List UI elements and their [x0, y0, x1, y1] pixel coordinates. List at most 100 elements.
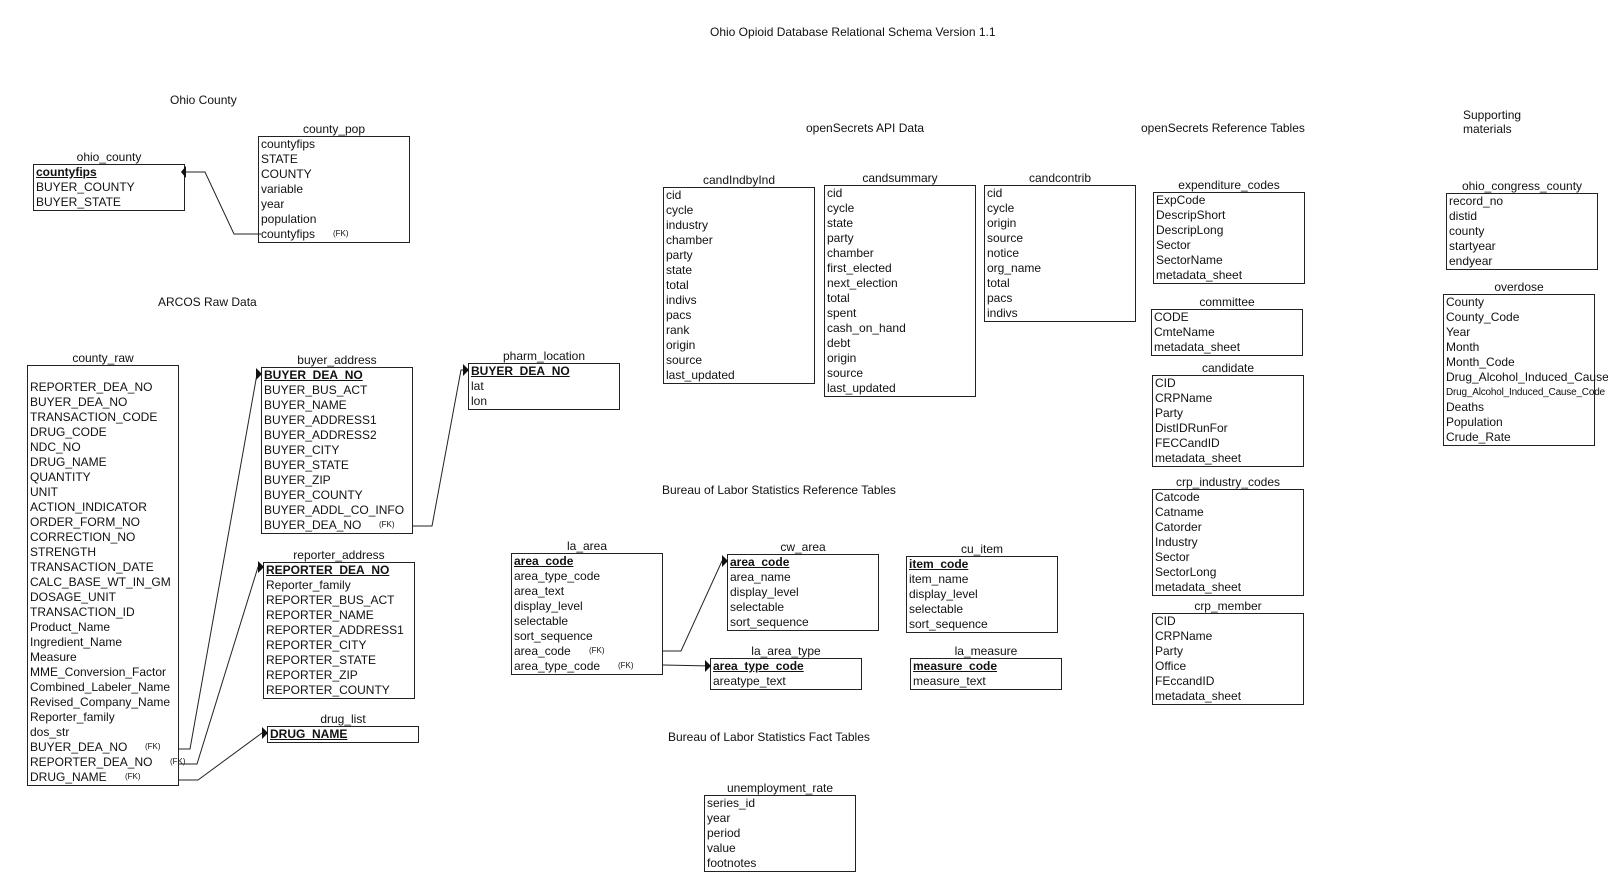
field: pacs — [666, 308, 812, 323]
field-name: measure_code — [913, 659, 998, 673]
field: sort_sequence — [730, 615, 876, 630]
field-name: CALC_BASE_WT_IN_GM — [30, 575, 171, 589]
field: series_id — [707, 796, 853, 811]
field-name: origin — [666, 338, 696, 352]
field-name: startyear — [1449, 239, 1496, 253]
field: party — [827, 231, 973, 246]
field-name: BUYER_STATE — [36, 195, 121, 209]
field-name: first_elected — [827, 261, 892, 275]
field-name: DRUG_NAME — [270, 727, 348, 741]
field: metadata_sheet — [1155, 689, 1301, 704]
field: display_level — [909, 587, 1055, 602]
field-name: BUYER_COUNTY — [264, 488, 363, 502]
field: sort_sequence — [514, 629, 660, 644]
connector-county-raw-to-drug-list — [179, 732, 268, 781]
field-name: BUYER_ADDL_CO_INFO — [264, 503, 405, 517]
field: next_election — [827, 276, 973, 291]
field-name: year — [707, 811, 731, 825]
field: Drug_Alcohol_Induced_Cause_Code — [1446, 385, 1605, 400]
field-name: Catcode — [1155, 490, 1200, 504]
field: source — [987, 231, 1133, 246]
field-name: origin — [827, 351, 857, 365]
field-name: Month — [1446, 340, 1480, 354]
field-name: source — [666, 353, 703, 367]
field: DistIDRunFor — [1155, 421, 1301, 436]
field-name: area_code — [514, 554, 574, 568]
table-name: expenditure_codes — [1178, 178, 1280, 192]
table-fields-box: DRUG_NAME — [267, 726, 419, 743]
section-bls-reference: Bureau of Labor Statistics Reference Tab… — [662, 483, 896, 497]
field: REPORTER_ADDRESS1 — [266, 623, 412, 638]
field: first_elected — [827, 261, 973, 276]
fk-marker: (FK) — [618, 661, 634, 670]
field: distid — [1449, 209, 1595, 224]
field: item_name — [909, 572, 1055, 587]
field: BUYER_COUNTY — [264, 488, 410, 503]
field: Catcode — [1155, 490, 1301, 505]
field: population — [261, 212, 407, 227]
field: BUYER_ADDRESS2 — [264, 428, 410, 443]
field-name: state — [666, 263, 693, 277]
field: BUYER_BUS_ACT — [264, 383, 410, 398]
field: BUYER_NAME — [264, 398, 410, 413]
field: SectorLong — [1155, 565, 1301, 580]
field-name: SectorName — [1156, 253, 1223, 267]
field-name: BUYER_ADDRESS2 — [264, 428, 377, 442]
field: DRUG_CODE — [30, 425, 176, 440]
field: pacs — [987, 291, 1133, 306]
field-name: indivs — [666, 293, 697, 307]
field: Month_Code — [1446, 355, 1592, 370]
field: rank — [666, 323, 812, 338]
field: selectable — [909, 602, 1055, 617]
field-name: BUYER_DEA_NO — [471, 364, 570, 378]
field: SectorName — [1156, 253, 1302, 268]
field-name: REPORTER_DEA_NO — [266, 563, 390, 577]
field-name: BUYER_ADDRESS1 — [264, 413, 377, 427]
field: CmteName — [1154, 325, 1300, 340]
field: startyear — [1449, 239, 1595, 254]
field: Ingredient_Name — [30, 635, 176, 650]
field-name: origin — [987, 216, 1017, 230]
field: CODE — [1154, 310, 1300, 325]
field-name: BUYER_CITY — [264, 443, 340, 457]
field-name: REPORTER_STATE — [266, 653, 377, 667]
field-name: REPORTER_BUS_ACT — [266, 593, 395, 607]
section-bls-fact: Bureau of Labor Statistics Fact Tables — [668, 730, 870, 744]
field-name: metadata_sheet — [1155, 580, 1242, 594]
table-name: candIndbyInd — [702, 173, 776, 187]
field: metadata_sheet — [1155, 580, 1301, 595]
field-name: REPORTER_ZIP — [266, 668, 358, 682]
field: Party — [1155, 406, 1301, 421]
field-name: CRPName — [1155, 391, 1213, 405]
field-name: QUANTITY — [30, 470, 91, 484]
field-name: Reporter_family — [30, 710, 115, 724]
field-name: cycle — [827, 201, 855, 215]
field: year — [261, 197, 407, 212]
field: area_text — [514, 584, 660, 599]
field: lon — [471, 394, 617, 409]
field: origin — [827, 351, 973, 366]
field: CRPName — [1155, 391, 1301, 406]
field: TRANSACTION_DATE — [30, 560, 176, 575]
field-name: spent — [827, 306, 857, 320]
field: NDC_NO — [30, 440, 176, 455]
field: BUYER_DEA_NO — [30, 395, 176, 410]
field: Reporter_family — [266, 578, 412, 593]
table-name: overdose — [1494, 280, 1544, 294]
foreign-key-field: area_type_code(FK) — [514, 659, 660, 674]
field-name: COUNTY — [261, 167, 312, 181]
table-name: cw_area — [780, 540, 826, 554]
field-name: DRUG_NAME — [30, 770, 107, 784]
field: cash_on_hand — [827, 321, 973, 336]
field-name: BUYER_NAME — [264, 398, 347, 412]
